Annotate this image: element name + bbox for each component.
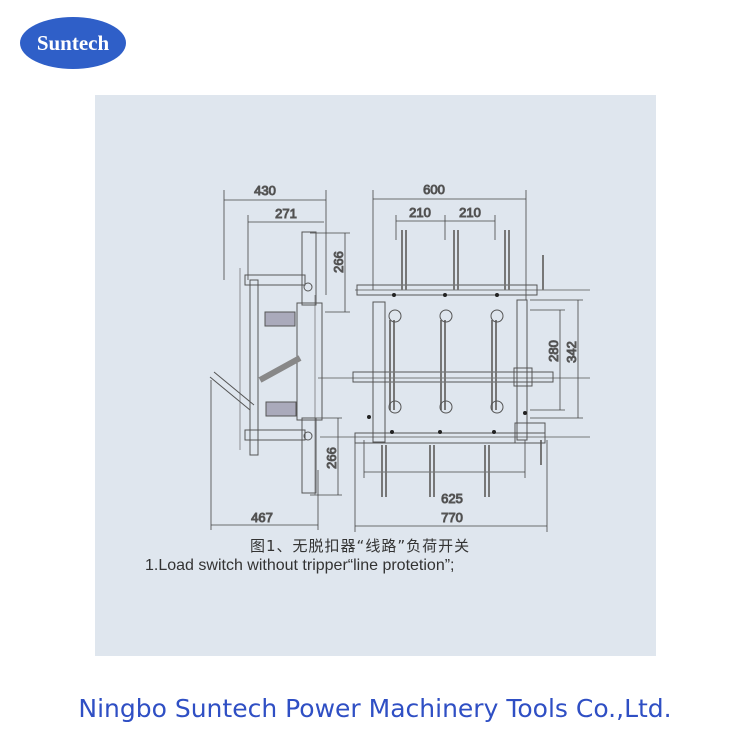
drawing-panel xyxy=(95,95,656,656)
front-view xyxy=(318,230,590,497)
dim-625: 625 xyxy=(441,491,463,506)
dim-342: 342 xyxy=(564,341,579,363)
dim-266-top: 266 xyxy=(331,251,346,273)
dimension-lines xyxy=(210,190,583,532)
caption-chinese: 图1、无脱扣器“线路”负荷开关 xyxy=(250,537,471,555)
dim-430: 430 xyxy=(254,183,276,198)
logo-text: Suntech xyxy=(36,30,110,55)
dim-600: 600 xyxy=(423,182,445,197)
dim-266-bottom: 266 xyxy=(324,447,339,469)
dim-271: 271 xyxy=(275,206,297,221)
side-view xyxy=(209,231,323,495)
dim-210-a: 210 xyxy=(409,205,431,220)
company-name: Ningbo Suntech Power Machinery Tools Co.… xyxy=(78,694,672,723)
dim-210-b: 210 xyxy=(459,205,481,220)
dim-280: 280 xyxy=(546,340,561,362)
suntech-logo: Suntech xyxy=(20,17,126,69)
dim-467: 467 xyxy=(251,510,273,525)
caption-english: 1.Load switch without tripper“line prote… xyxy=(145,557,455,574)
dim-770: 770 xyxy=(441,510,463,525)
